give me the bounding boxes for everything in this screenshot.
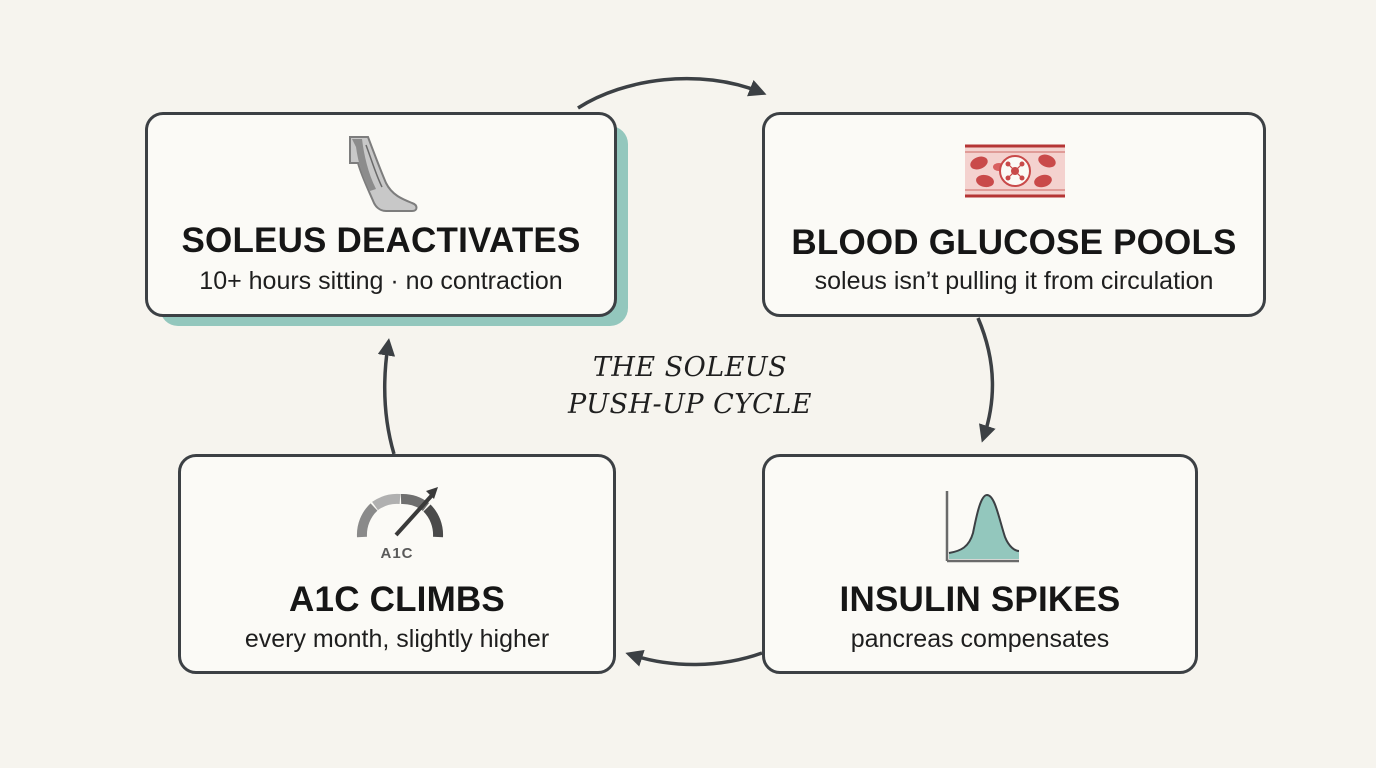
step-subtitle: every month, slightly higher	[244, 625, 550, 653]
step-insulin-spikes: INSULIN SPIKES pancreas compensates	[762, 454, 1198, 674]
step-soleus-deactivates: SOLEUS DEACTIVATES 10+ hours sitting · n…	[145, 112, 617, 317]
arrow-soleus-to-glucose	[577, 76, 767, 110]
leg-icon	[349, 136, 418, 212]
cycle-title-line-2: PUSH-UP CYCLE	[568, 389, 812, 420]
step-a1c-climbs: A1C A1C CLIMBS every month, slightly hig…	[178, 454, 616, 674]
step-subtitle: soleus isn’t pulling it from circulation	[814, 267, 1214, 295]
gauge-label: A1C	[380, 545, 414, 562]
step-title: SOLEUS DEACTIVATES	[181, 221, 581, 260]
step-subtitle: 10+ hours sitting · no contraction	[199, 267, 563, 295]
arrow-a1c-to-soleus	[377, 338, 396, 455]
spike-curve-icon	[945, 491, 1020, 563]
gauge-icon	[356, 487, 444, 538]
arrow-glucose-to-insulin	[976, 317, 996, 443]
arrow-insulin-to-a1c	[625, 649, 763, 667]
step-title: A1C CLIMBS	[289, 580, 505, 619]
step-blood-glucose-pools: BLOOD GLUCOSE POOLS soleus isn’t pulling…	[762, 112, 1266, 317]
blood-vessel-icon	[965, 144, 1065, 198]
cycle-title-line-1: THE SOLEUS	[592, 352, 788, 383]
step-subtitle: pancreas compensates	[850, 625, 1110, 653]
step-title: BLOOD GLUCOSE POOLS	[791, 223, 1237, 262]
step-title: INSULIN SPIKES	[839, 580, 1121, 619]
